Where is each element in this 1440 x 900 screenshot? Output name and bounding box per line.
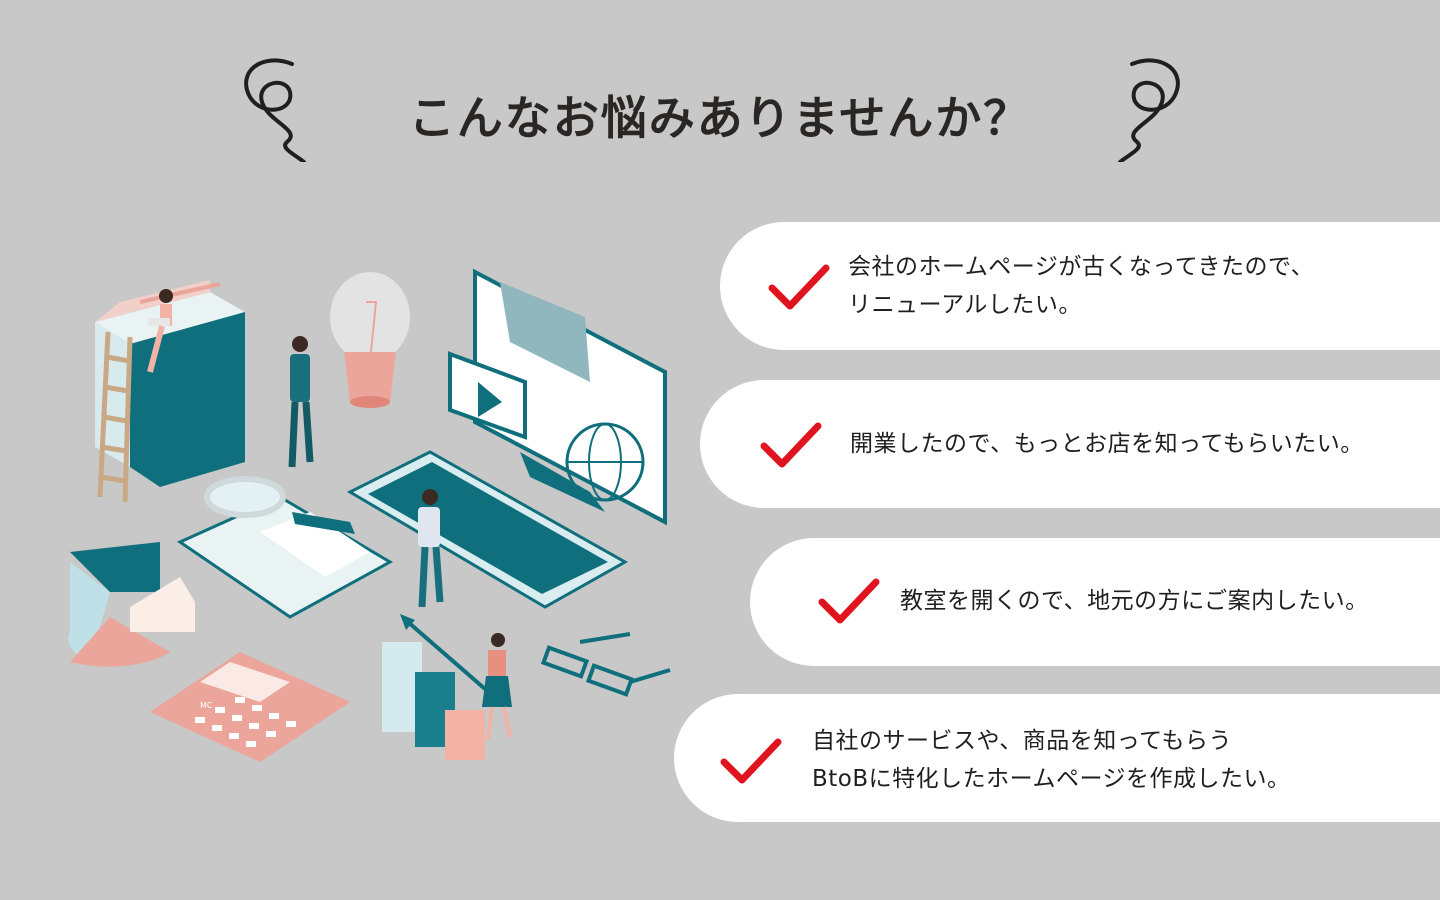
checkmark-icon bbox=[768, 264, 830, 310]
swirl-left-icon bbox=[244, 58, 306, 162]
checkmark-icon bbox=[720, 738, 782, 784]
man-at-keyboard-figure bbox=[418, 489, 444, 608]
eyeglasses bbox=[540, 632, 671, 697]
video-window bbox=[448, 351, 527, 440]
concern-text: 教室を開くので、地元の方にご案内したい。 bbox=[900, 588, 1369, 614]
concern-text: 会社のホームページが古くなってきたので、 リニューアルしたい。 bbox=[848, 254, 1315, 318]
calculator: MC bbox=[150, 652, 350, 762]
concern-card: 開業したので、もっとお店を知ってもらいたい。 bbox=[700, 380, 1440, 508]
business-illustration: MC bbox=[68, 268, 671, 762]
woman-presenting-figure bbox=[482, 633, 512, 741]
concern-card: 自社のサービスや、商品を知ってもらう BtoBに特化したホームページを作成したい… bbox=[674, 694, 1440, 822]
concern-card: 会社のホームページが古くなってきたので、 リニューアルしたい。 bbox=[720, 222, 1440, 350]
open-book-with-magnifier bbox=[176, 476, 394, 619]
woman-sitting-figure bbox=[147, 289, 173, 373]
computer-monitor bbox=[473, 268, 667, 526]
checkmark-icon bbox=[818, 578, 880, 624]
bar-chart-with-arrow bbox=[382, 614, 502, 760]
page-title: こんなお悩みありませんか？ bbox=[408, 91, 1032, 145]
calculator-key-labels: MC bbox=[200, 701, 213, 710]
concern-card: 教室を開くので、地元の方にご案内したい。 bbox=[750, 538, 1440, 666]
swirl-right-icon bbox=[1118, 58, 1180, 162]
ladder bbox=[97, 331, 133, 503]
businessman-figure bbox=[288, 336, 314, 468]
checkmark-icon bbox=[760, 422, 822, 468]
light-bulb bbox=[330, 272, 410, 408]
concern-text: 自社のサービスや、商品を知ってもらう BtoBに特化したホームページを作成したい… bbox=[812, 728, 1291, 792]
concern-text: 開業したので、もっとお店を知ってもらいたい。 bbox=[850, 431, 1364, 457]
title-area: こんなお悩みありませんか？ bbox=[0, 58, 1440, 162]
pie-chart bbox=[68, 542, 195, 667]
